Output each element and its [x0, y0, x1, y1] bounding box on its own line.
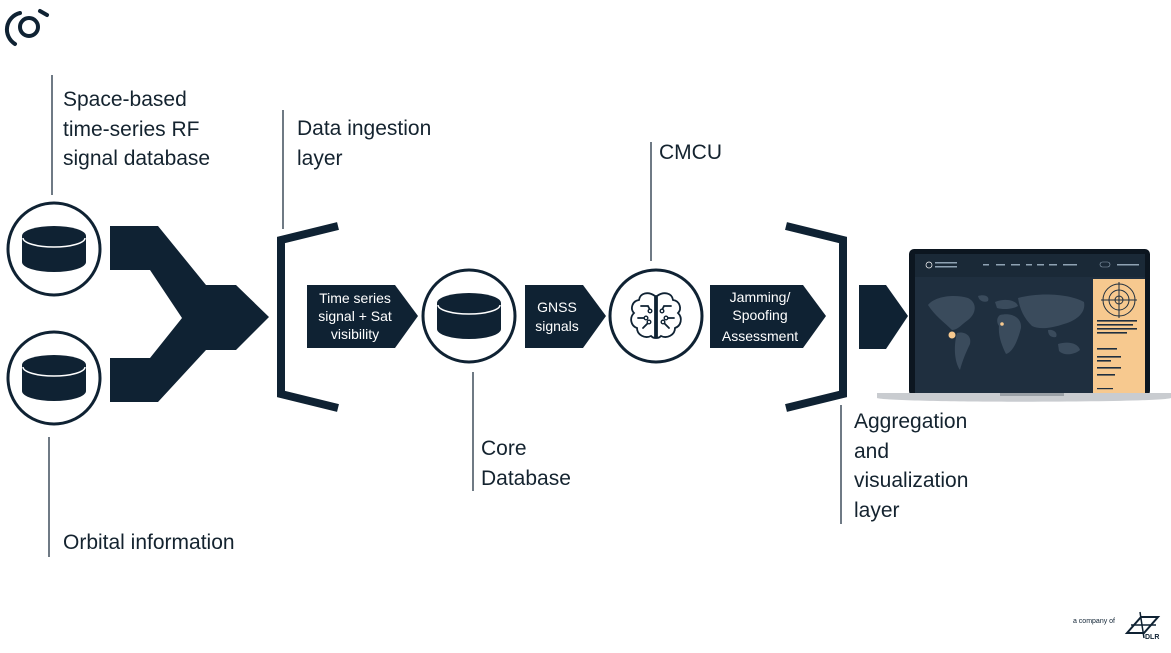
database-icon: [421, 268, 517, 364]
chevron-line: Jamming/: [730, 289, 791, 305]
world-map: [928, 294, 1085, 370]
label-line: visualization: [854, 469, 969, 492]
chevron-time-series: Time series signal + Sat visibility: [307, 285, 418, 348]
label-line: Aggregation: [854, 410, 968, 433]
brain-icon: [608, 268, 704, 364]
label-line: signal database: [63, 147, 211, 170]
chevron-line: Spoofing: [732, 307, 787, 323]
chevron-line: Assessment: [722, 328, 798, 344]
chevron-gnss: GNSS signals: [525, 285, 606, 348]
logo-icon: [4, 9, 49, 46]
chevron-line: signal + Sat: [318, 308, 392, 324]
right-bracket: [785, 222, 847, 412]
label-orbital: Orbital information: [63, 531, 235, 554]
chevron-line: signals: [535, 318, 579, 334]
dlr-logo-icon: DLR: [1124, 611, 1161, 641]
label-aggregation: Aggregation and visualization layer: [854, 407, 968, 525]
label-line: Data ingestion: [297, 117, 432, 140]
chevron-line: visibility: [331, 326, 379, 342]
merge-arrow: [110, 226, 269, 402]
footer-company-text: a company of: [1072, 618, 1115, 625]
dlr-brand: DLR: [1145, 634, 1159, 641]
label-core-database: Core Database: [481, 434, 571, 493]
output-arrow: [859, 285, 908, 349]
label-ingestion: Data ingestion layer: [297, 114, 431, 173]
database-icon: [6, 201, 102, 297]
chevron-line: Time series: [319, 290, 391, 306]
laptop-icon: [877, 249, 1171, 402]
label-line: Database: [481, 466, 571, 490]
left-bracket: [277, 222, 339, 412]
database-icon: [6, 330, 102, 426]
label-line: layer: [854, 498, 900, 522]
label-line: time-series RF: [63, 117, 200, 141]
label-line: Core: [481, 437, 527, 460]
chevron-line: GNSS: [537, 299, 577, 315]
label-line: layer: [297, 146, 343, 170]
label-rf-database: Space-based time-series RF signal databa…: [63, 85, 210, 174]
leader-lines: [48, 75, 842, 557]
chevron-jamming: Jamming/ Spoofing Assessment: [710, 285, 826, 348]
label-line: and: [854, 439, 890, 463]
label-line: Space-based: [63, 88, 187, 111]
label-cmcu: CMCU: [659, 141, 722, 164]
